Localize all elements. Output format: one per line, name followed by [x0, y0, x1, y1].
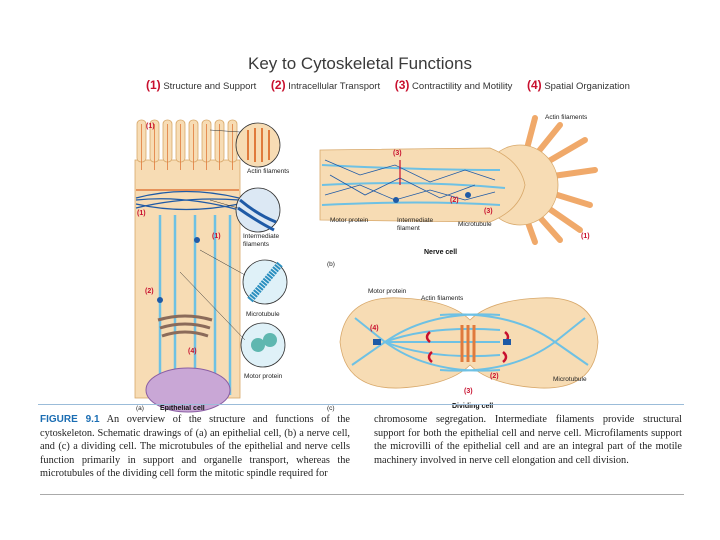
key-title: Key to Cytoskeletal Functions	[248, 54, 472, 73]
label-intermediate-a-2: filaments	[243, 241, 270, 248]
label-motor-protein-b: Motor protein	[330, 217, 369, 224]
panel-b-nerve-cell: (3) (2) (3) (1) Actin filaments Motor pr…	[319, 114, 598, 268]
key-item-4: (4) Spatial Organization	[527, 78, 630, 92]
label-actin-filaments-a: Actin filaments	[247, 168, 290, 175]
panel-c-num-3: (3)	[464, 388, 473, 395]
zoom-intermediate	[235, 187, 281, 233]
bottom-rule	[40, 494, 684, 495]
label-microtubule-c: Microtubule	[553, 376, 587, 383]
key-item-3: (3) Contractility and Motility	[394, 78, 513, 92]
figure-caption-left: FIGURE 9.1 An overview of the structure …	[40, 413, 350, 481]
key-item-2: (2) Intracellular Transport	[270, 78, 381, 92]
panel-a-letter: (a)	[136, 405, 144, 412]
panel-c-dividing-cell: (4) (2) (3) Motor protein Actin filament…	[327, 288, 599, 412]
label-actin-filaments-c: Actin filaments	[421, 295, 464, 302]
figure-label: FIGURE 9.1	[40, 414, 100, 425]
panel-c-num-2: (2)	[490, 373, 499, 380]
panel-b-num-3b: (3)	[484, 208, 493, 215]
panel-a-num-4: (4)	[188, 348, 197, 355]
panel-c-letter: (c)	[327, 405, 335, 412]
zoom-leader-lines	[179, 129, 246, 341]
nucleus	[145, 367, 231, 413]
panel-b-num-2: (2)	[450, 197, 459, 204]
zoom-actin	[235, 122, 281, 168]
panel-a-num-1-right: (1)	[212, 233, 221, 240]
motor-protein-dot	[194, 237, 200, 243]
panel-b-title: Nerve cell	[424, 249, 457, 256]
panel-c-num-4: (4)	[370, 325, 379, 332]
golgi-apparatus	[157, 314, 213, 338]
label-actin-filaments-b: Actin filaments	[545, 114, 588, 121]
label-motor-protein-a: Motor protein	[244, 373, 283, 380]
motor-protein-dot	[157, 297, 163, 303]
label-microtubule-b: Microtubule	[458, 221, 492, 228]
epithelial-cell-body	[134, 159, 241, 399]
panel-a-num-1-top: (1)	[146, 123, 155, 130]
epithelial-microtubules	[158, 215, 232, 395]
label-intermediate-b-1: Intermediate	[397, 217, 434, 224]
label-intermediate-b-2: filament	[397, 225, 420, 232]
label-intermediate-a-1: Intermediate	[243, 233, 280, 240]
panel-a-title: Epithelial cell	[160, 405, 205, 412]
key-item-1: (1) Structure and Support	[146, 78, 257, 92]
axon	[319, 147, 526, 223]
figure-caption-right: chromosome segregation. Intermediate fil…	[374, 414, 682, 466]
key-legend: (1) Structure and Support (2) Intracellu…	[146, 78, 642, 92]
label-microtubule-a: Microtubule	[246, 311, 280, 318]
terminal-web-intermediate	[135, 190, 240, 211]
spindle-microtubules	[351, 313, 589, 372]
panel-b-num-3: (3)	[393, 150, 402, 157]
panel-a-num-2: (2)	[145, 288, 154, 295]
caption-divider	[38, 404, 684, 405]
panel-a-num-1-mid: (1)	[137, 210, 146, 217]
label-motor-protein-c: Motor protein	[368, 288, 407, 295]
contractile-ring	[460, 325, 476, 362]
caption-left-text: An overview of the structure and functio…	[40, 414, 350, 480]
panel-b-letter: (b)	[327, 261, 335, 268]
panel-a-epithelial-cell: (1) (1) (1) (2) (4) Actin filaments Inte…	[134, 119, 290, 413]
panel-c-title: Dividing cell	[452, 403, 493, 410]
panel-b-num-1: (1)	[581, 233, 590, 240]
zoom-circles-a	[235, 122, 288, 368]
